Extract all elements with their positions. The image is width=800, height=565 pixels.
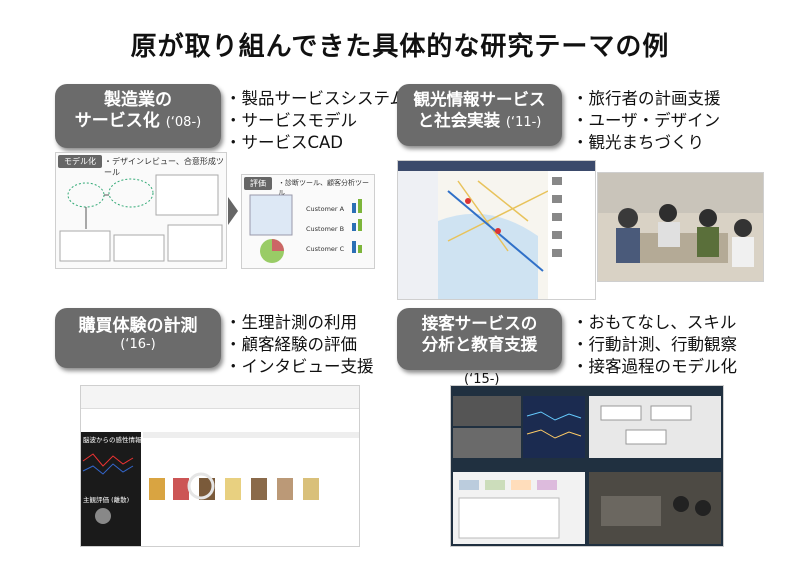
badge-line2: と社会実装 <box>417 110 501 130</box>
service-model-diagram: モデル化 ・デザインレビュー、合意形成ツール <box>55 152 227 269</box>
evaluation-shapes <box>249 194 362 263</box>
badge-line1: 購買体験の計測 <box>78 316 198 336</box>
bullet-list-tourism: 旅行者の計画支援 ユーザ・デザイン 観光まちづくり <box>572 88 721 154</box>
bullet-item: インタビュー支援 <box>225 356 374 378</box>
badge-servitization: 製造業の サービス化 (‘08-) <box>55 84 221 148</box>
badge-line1: 観光情報サービス <box>413 90 546 109</box>
purchase-measurement-screenshot: 脳波からの感性情報 主観評価 (離散) <box>80 385 360 547</box>
bullet-item: 顧客経験の評価 <box>225 334 374 356</box>
brain-info-label: 脳波からの感性情報 <box>83 436 142 444</box>
bullet-item: 旅行者の計画支援 <box>572 88 721 110</box>
workshop-photo <box>597 172 764 282</box>
badge-year: (‘11-) <box>505 114 542 130</box>
customer-b-label: Customer B <box>306 225 345 233</box>
bullet-item: 製品サービスシステム <box>225 88 407 110</box>
badge-year: (‘16-) <box>120 337 156 353</box>
bullet-list-hospitality: おもてなし、スキル 行動計測、行動観察 接客過程のモデル化 <box>572 312 738 378</box>
subjective-eval-label: 主観評価 (離散) <box>83 496 130 504</box>
badge-tourism: 観光情報サービス と社会実装 (‘11-) <box>397 84 562 146</box>
bullet-item: サービスモデル <box>225 110 406 132</box>
bullet-item: 生理計測の利用 <box>225 312 374 334</box>
diagram-shapes <box>59 174 223 262</box>
bullet-item: 接客過程のモデル化 <box>572 356 738 378</box>
hospitality-research-collage <box>450 385 724 547</box>
bullet-item: 観光まちづくり <box>572 132 721 154</box>
bullet-item: ユーザ・デザイン <box>572 110 721 132</box>
badge-line2: サービス化 <box>74 111 160 132</box>
badge-purchase: 購買体験の計測 (‘16-) <box>55 308 221 368</box>
bullet-item: 行動計測、行動観察 <box>572 334 738 356</box>
badge-year: (‘08-) <box>165 115 202 131</box>
purchase-shapes <box>82 432 359 524</box>
eval-tag: 評価 <box>244 177 272 190</box>
customer-c-label: Customer C <box>306 245 345 253</box>
bullet-list-purchase: 生理計測の利用 顧客経験の評価 インタビュー支援 <box>225 312 374 378</box>
model-tag: モデル化 <box>58 155 102 168</box>
bullet-list-servitization: 製品サービスシステム サービスモデル サービスCAD <box>225 88 407 154</box>
badge-line1: 接客サービスの <box>421 314 538 333</box>
bullet-item: サービスCAD <box>225 132 406 154</box>
collage-shapes <box>451 386 723 546</box>
evaluation-diagram: 評価 ・診断ツール、顧客分析ツール Customer A Customer B … <box>241 174 375 269</box>
photo-shapes <box>598 173 763 267</box>
design-tools-label: ・デザインレビュー、合意形成ツール <box>104 157 224 177</box>
badge-line1: 製造業の <box>104 90 172 110</box>
bullet-item: おもてなし、スキル <box>572 312 737 334</box>
badge-line2: 分析と教育支援 <box>421 334 538 354</box>
tourism-map-screenshot <box>397 160 596 300</box>
badge-hospitality: 接客サービスの 分析と教育支援 <box>397 308 562 370</box>
arrow-right-icon <box>228 197 238 225</box>
servitization-figure: モデル化 ・デザインレビュー、合意形成ツール 評価 ・診断ツール、顧客分析ツール <box>55 152 375 270</box>
diag-tools-label: ・診断ツール、顧客分析ツール <box>278 179 369 197</box>
map-shapes <box>438 171 595 299</box>
page-title: 原が取り組んできた具体的な研究テーマの例 <box>130 32 670 62</box>
badge-year-hospitality: (‘15-) <box>464 372 500 387</box>
customer-a-label: Customer A <box>306 205 345 213</box>
